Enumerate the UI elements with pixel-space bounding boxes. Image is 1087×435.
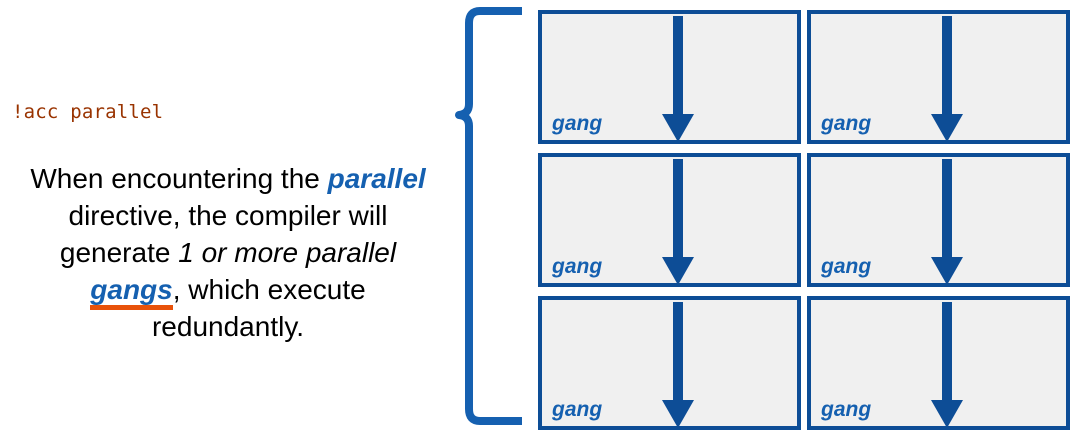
down-arrow-icon (662, 302, 694, 428)
gang-box: gang (807, 153, 1070, 287)
down-arrow-icon (931, 16, 963, 142)
description-part-1: When encountering the (30, 163, 328, 194)
gang-label: gang (821, 255, 872, 278)
description-part-3: , which execute redundantly. (151, 274, 366, 342)
description-part-2: directive, the compiler will generate (59, 200, 388, 268)
gang-label: gang (552, 112, 603, 135)
gang-box: gang (807, 296, 1070, 430)
code-directive-text: !acc parallel (12, 101, 164, 123)
keyword-parallel: parallel (327, 163, 426, 194)
gang-grid: gang gang gang gang gang (538, 10, 1070, 430)
down-arrow-icon (662, 159, 694, 285)
gang-label: gang (552, 398, 603, 421)
emphasis-one-or-more-parallel: 1 or more parallel (178, 237, 397, 268)
gang-box: gang (538, 10, 801, 144)
keyword-gangs: gangs (90, 274, 173, 310)
left-text-panel: !acc parallel When encountering the para… (0, 0, 450, 432)
curly-brace-icon (448, 6, 528, 430)
down-arrow-icon (931, 302, 963, 428)
description-paragraph: When encountering the parallel directive… (18, 160, 438, 345)
gang-label: gang (552, 255, 603, 278)
gang-box: gang (538, 296, 801, 430)
gang-box: gang (538, 153, 801, 287)
down-arrow-icon (662, 16, 694, 142)
gang-label: gang (821, 398, 872, 421)
gang-label: gang (821, 112, 872, 135)
gang-box: gang (807, 10, 1070, 144)
down-arrow-icon (931, 159, 963, 285)
